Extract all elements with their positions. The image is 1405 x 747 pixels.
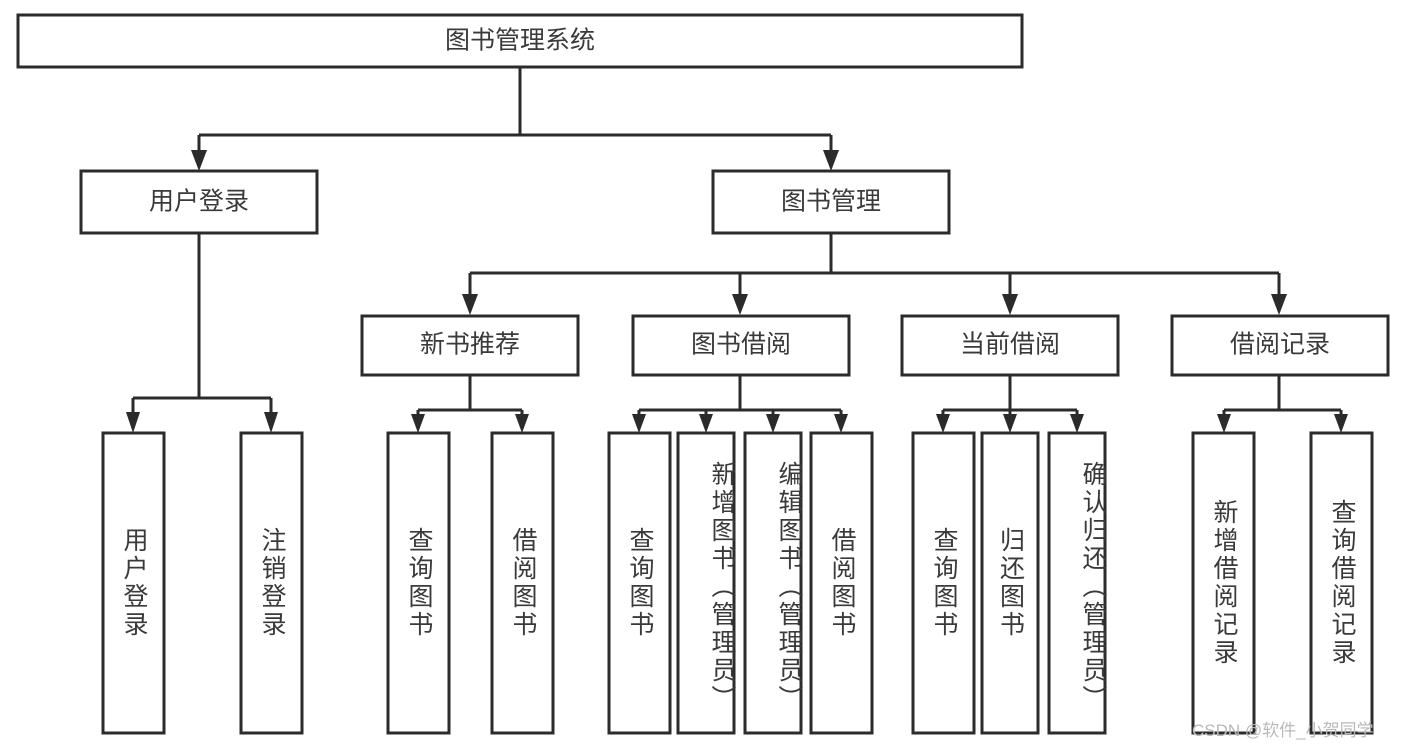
edge-root-to-level2 xyxy=(191,67,839,171)
arrow-head-new-book-rec xyxy=(462,294,478,315)
arrow-head-leaf-add-book xyxy=(699,414,713,433)
node-leaf-user-login-box[interactable] xyxy=(101,431,166,735)
node-leaf-confirm-return-box[interactable] xyxy=(1047,431,1107,735)
edge-current-borrow-to-leaves xyxy=(936,375,1084,433)
node-leaf-return-book-box[interactable] xyxy=(980,431,1040,735)
arrow-head-leaf-query-record xyxy=(1334,414,1348,433)
node-borrow-record[interactable]: 借阅记录 xyxy=(1170,314,1390,377)
arrow-head-leaf-query-book-1 xyxy=(411,414,425,433)
node-leaf-query-book-3-box[interactable] xyxy=(911,431,976,735)
node-leaf-add-record-box[interactable] xyxy=(1191,431,1256,735)
node-root-box xyxy=(16,13,1024,69)
node-leaf-logout-box[interactable] xyxy=(239,431,304,735)
node-book-borrow[interactable]: 图书借阅 xyxy=(631,314,851,377)
edge-user-login-to-leaves xyxy=(126,233,278,433)
arrow-head-leaf-query-book-3 xyxy=(936,414,950,433)
arrow-head-leaf-edit-book xyxy=(766,414,780,433)
node-leaf-edit-book-box[interactable] xyxy=(743,431,803,735)
arrow-head-leaf-add-record xyxy=(1217,414,1231,433)
node-book-borrow-box xyxy=(631,314,851,377)
arrow-head-current-borrow xyxy=(1002,294,1018,315)
node-book-mgmt[interactable]: 图书管理 xyxy=(711,169,951,235)
edge-book-borrow-to-leaves xyxy=(632,375,848,433)
node-book-borrow-label: 图书借阅 xyxy=(691,331,791,359)
arrow-head-book-mgmt xyxy=(823,150,839,171)
arrow-head-leaf-confirm-return xyxy=(1070,414,1084,433)
node-current-borrow-box xyxy=(900,314,1120,377)
arrow-head-leaf-query-book-2 xyxy=(632,414,646,433)
arrow-head-leaf-logout xyxy=(264,412,278,433)
arrow-head-user-login xyxy=(191,150,207,171)
node-user-login-label: 用户登录 xyxy=(149,188,249,216)
node-leaf-query-record-box[interactable] xyxy=(1309,431,1374,735)
node-user-login[interactable]: 用户登录 xyxy=(79,169,319,235)
node-user-login-box xyxy=(79,169,319,235)
arrow-head-leaf-borrow-book-1 xyxy=(515,414,529,433)
arrow-head-leaf-return-book xyxy=(1003,414,1017,433)
node-root-label: 图书管理系统 xyxy=(445,27,595,55)
node-book-mgmt-label: 图书管理 xyxy=(781,188,881,216)
node-leaf-borrow-book-1-box[interactable] xyxy=(490,431,555,735)
node-leaf-query-book-2-box[interactable] xyxy=(607,431,672,735)
node-new-book-rec-box xyxy=(360,314,580,377)
node-borrow-record-label: 借阅记录 xyxy=(1230,331,1330,359)
node-leaf-query-book-1-box[interactable] xyxy=(386,431,451,735)
node-borrow-record-box xyxy=(1170,314,1390,377)
node-current-borrow[interactable]: 当前借阅 xyxy=(900,314,1120,377)
node-leaf-add-book-box[interactable] xyxy=(676,431,736,735)
node-book-mgmt-box xyxy=(711,169,951,235)
arrow-head-borrow-record xyxy=(1271,294,1287,315)
csdn-watermark: CSDN @软件_小贺同学 xyxy=(1192,721,1374,740)
edge-borrow-record-to-leaves xyxy=(1217,375,1348,433)
edge-book-mgmt-to-level3 xyxy=(462,233,1287,315)
node-new-book-rec-label: 新书推荐 xyxy=(420,331,520,359)
edge-new-book-rec-to-leaves xyxy=(411,375,529,433)
node-new-book-rec[interactable]: 新书推荐 xyxy=(360,314,580,377)
node-root[interactable]: 图书管理系统 xyxy=(16,13,1024,69)
node-leaf-borrow-book-2-box[interactable] xyxy=(809,431,874,735)
arrow-head-book-borrow xyxy=(732,294,748,315)
arrow-head-leaf-user-login xyxy=(126,412,140,433)
node-current-borrow-label: 当前借阅 xyxy=(960,331,1060,359)
arrow-head-leaf-borrow-book-2 xyxy=(834,414,848,433)
